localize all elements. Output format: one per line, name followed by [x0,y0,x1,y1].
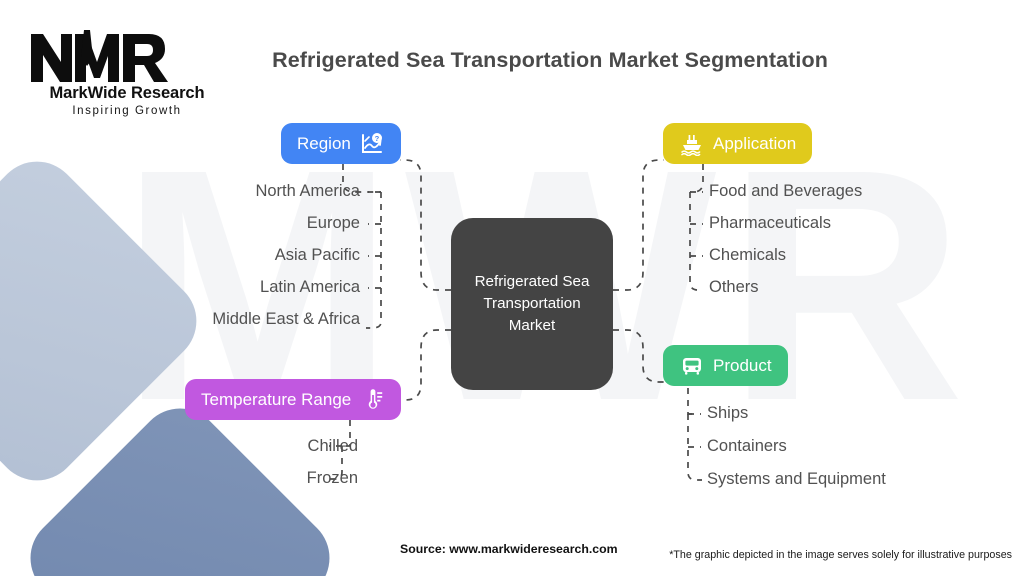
connector-application-trunk [690,164,704,193]
connector-center-temperature [400,329,451,401]
connector-product-spine [687,414,702,481]
leaf-application-1: Pharmaceuticals [709,214,831,232]
disclaimer-note: *The graphic depicted in the image serve… [669,549,1012,561]
leaf-product-1: Containers [707,437,787,455]
leaf-temperature-1: Frozen [306,469,358,487]
branch-label-application: Application [713,133,797,153]
branch-pill-temperature[interactable]: Temperature Range [185,379,402,420]
leaf-product-0: Ships [707,404,749,422]
mwr-logo-icon [31,30,168,82]
connector-temperature-trunk [342,420,351,447]
connector-application-spine [689,192,703,291]
connector-temperature-spine [329,446,343,480]
leaf-application-2: Chemicals [709,246,787,264]
branch-pill-product[interactable]: Product [663,345,788,386]
leaf-region-1: Europe [306,214,360,232]
center-node-label: Refrigerated Sea Transportation Market [474,272,590,335]
branch-label-product: Product [713,355,772,375]
branch-pill-application[interactable]: Application [663,123,813,164]
leaf-region-0: North America [255,182,360,200]
analytics-chart-icon: ? [360,131,385,156]
thermometer-icon [360,387,385,412]
leaf-application-3: Others [709,278,759,296]
leaf-region-3: Latin America [260,278,360,296]
brand-name: MarkWide Research [49,84,205,102]
connector-region-spine [366,192,382,329]
connector-center-application [613,159,664,291]
svg-text:?: ? [375,134,380,143]
leaf-region-2: Asia Pacific [274,246,360,264]
brand-tagline: Inspiring Growth [72,105,182,117]
leaf-region-4: Middle East & Africa [212,310,360,328]
connector-region-trunk [342,164,381,193]
branch-label-region: Region [297,133,351,153]
branch-label-temperature: Temperature Range [201,389,352,409]
branch-pill-region[interactable]: Region ? [281,123,401,164]
connector-center-region [400,159,451,291]
page-title: Refrigerated Sea Transportation Market S… [272,48,828,72]
ship-icon [679,131,704,156]
connector-product-trunk [687,388,697,415]
source-credit: Source: www.markwideresearch.com [400,542,618,556]
vehicle-front-icon [679,353,704,378]
leaf-application-0: Food and Beverages [709,182,863,200]
leaf-temperature-0: Chilled [307,437,358,455]
brand-logo: MarkWide Research Inspiring Growth [27,28,227,117]
leaf-product-2: Systems and Equipment [707,470,886,488]
center-node: Refrigerated Sea Transportation Market [451,218,613,390]
connector-center-product [613,329,664,383]
